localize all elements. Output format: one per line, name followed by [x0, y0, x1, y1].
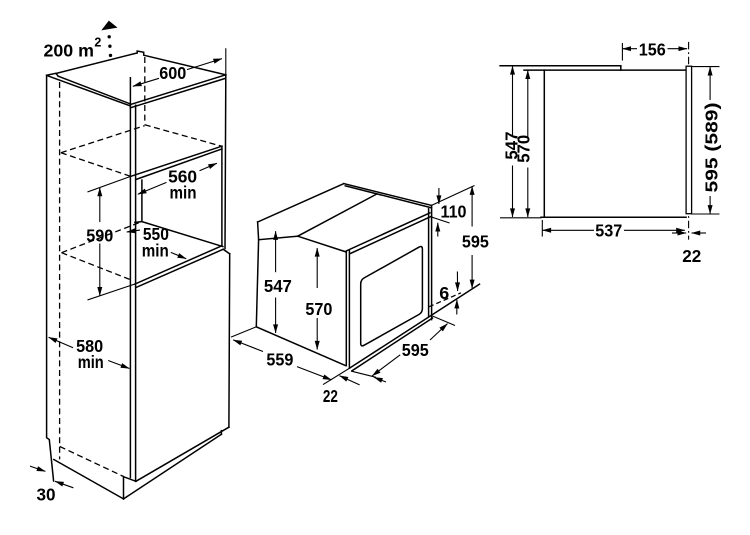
svg-text:600: 600: [159, 63, 186, 83]
svg-text:min: min: [170, 183, 197, 203]
svg-text:559: 559: [266, 350, 293, 370]
svg-text:6: 6: [439, 283, 449, 303]
svg-text:595: 595: [462, 231, 489, 251]
svg-text:570: 570: [305, 299, 332, 319]
svg-text:595: 595: [402, 340, 429, 360]
svg-text:595 (589): 595 (589): [702, 103, 722, 193]
svg-text:560: 560: [168, 167, 197, 187]
svg-text:200 m: 200 m: [44, 40, 95, 60]
svg-text:156: 156: [639, 39, 666, 59]
svg-text:580: 580: [76, 336, 103, 356]
svg-text:22: 22: [323, 386, 338, 406]
svg-text:547: 547: [502, 132, 522, 160]
svg-text:2: 2: [94, 35, 101, 49]
svg-text:22: 22: [682, 246, 701, 266]
svg-text:min: min: [78, 352, 104, 372]
svg-text:590: 590: [86, 226, 113, 246]
svg-text:min: min: [142, 241, 169, 261]
svg-text:110: 110: [441, 201, 467, 221]
svg-text:547: 547: [264, 276, 292, 296]
svg-text:550: 550: [143, 224, 169, 244]
svg-text:537: 537: [595, 220, 622, 240]
svg-text:570: 570: [514, 135, 534, 163]
svg-text:30: 30: [37, 485, 56, 505]
